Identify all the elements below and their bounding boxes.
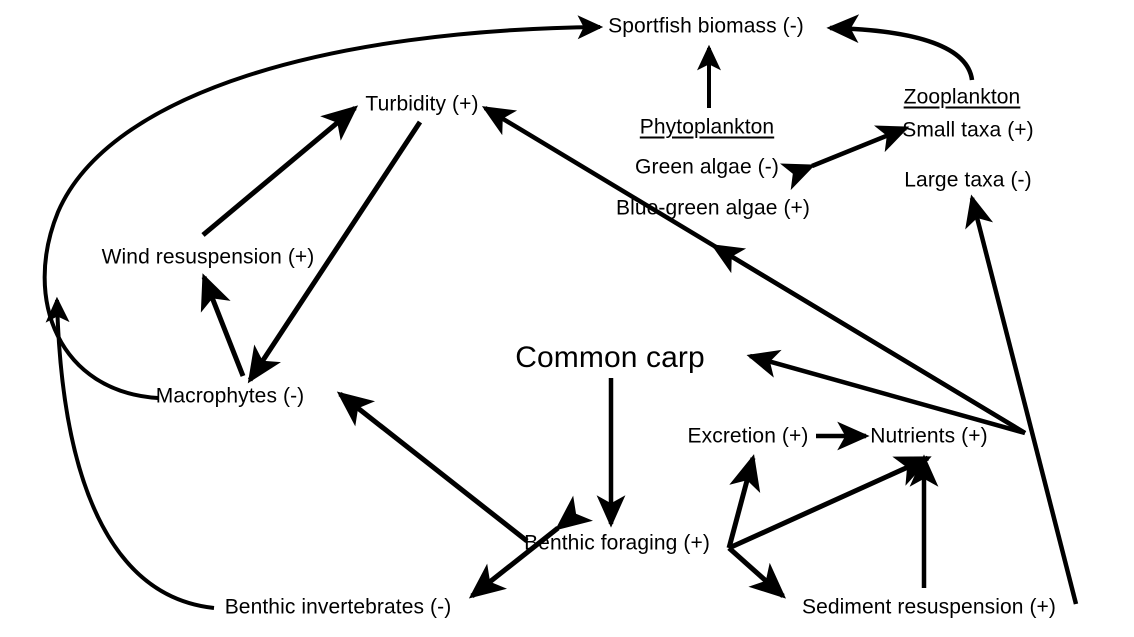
edge-benthicforaging-to-excretion [726, 454, 761, 549]
node-macrophytes[interactable]: Macrophytes (-) [155, 384, 305, 408]
node-turbidity[interactable]: Turbidity (+) [365, 92, 479, 116]
node-large-taxa[interactable]: Large taxa (-) [904, 168, 1032, 192]
edge-benthicforaging-to-sediment [727, 546, 786, 599]
edge-benthicinv-to-macrophytes [45, 296, 215, 610]
edge-macrophytes-to-sportfish [42, 15, 604, 400]
edge-greenalgae-to-smalltaxa [779, 125, 910, 191]
node-phytoplankton-header: Phytoplankton [639, 115, 775, 139]
node-wind-resuspension[interactable]: Wind resuspension (+) [101, 245, 315, 269]
node-excretion[interactable]: Excretion (+) [687, 424, 809, 448]
node-benthic-foraging[interactable]: Benthic foraging (+) [524, 531, 710, 555]
edge-nutrients-to-bluegreen [710, 244, 1027, 435]
edge-benthicforaging-to-macrophytes [336, 391, 529, 543]
node-zooplankton-header: Zooplankton [903, 85, 1021, 109]
edge-benthicforaging-to-nutrients [727, 455, 932, 551]
edge-sediment-to-largetaxa [965, 194, 1079, 605]
edge-benthicforaging-to-benthicinv [468, 495, 594, 599]
edge-nutrients-to-commoncarp [746, 349, 1026, 436]
edge-zooplankton-to-sportfish [826, 14, 975, 81]
edge-turbidity-to-macrophytes [247, 120, 423, 384]
edge-macrophytes-to-wind [200, 273, 246, 377]
node-sportfish-biomass[interactable]: Sportfish biomass (-) [608, 14, 804, 38]
node-green-algae[interactable]: Green algae (-) [635, 155, 779, 179]
node-common-carp[interactable]: Common carp [515, 341, 705, 374]
node-nutrients[interactable]: Nutrients (+) [870, 424, 988, 448]
node-small-taxa[interactable]: Small taxa (+) [902, 118, 1034, 142]
node-benthic-invertebrates[interactable]: Benthic invertebrates (-) [224, 595, 452, 619]
node-blue-green-algae[interactable]: Blue-green algae (+) [615, 196, 811, 220]
node-sediment-resuspension[interactable]: Sediment resuspension (+) [801, 595, 1057, 619]
edge-wind-to-turbidity [201, 105, 359, 237]
